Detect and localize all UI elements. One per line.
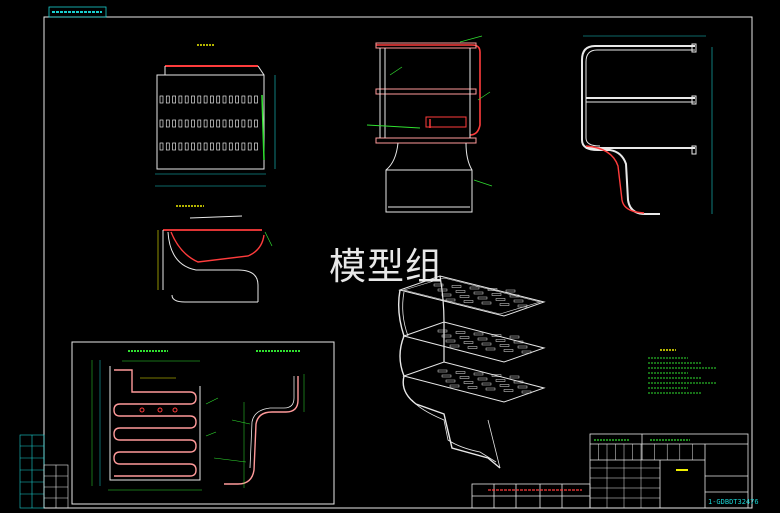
front-view-grid — [155, 44, 276, 187]
evaporator-detail-box — [71, 341, 335, 505]
revision-strip — [19, 434, 69, 509]
rack-iso-view — [366, 35, 493, 213]
title-tag-box — [48, 6, 107, 18]
watermark-text: 模型组 — [329, 245, 443, 288]
drawing-number: 1-GDBDT32476 — [708, 498, 759, 506]
rack-perspective-view — [397, 275, 546, 469]
technical-notes — [648, 349, 716, 394]
rack-side-view — [581, 35, 713, 215]
title-block — [471, 433, 749, 509]
sheet-border — [43, 16, 753, 509]
rack-profile-view — [157, 205, 273, 303]
